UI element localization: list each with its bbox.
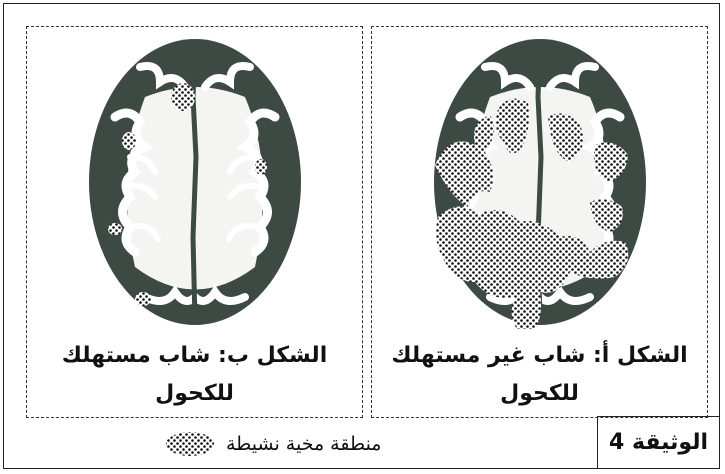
legend-label: منطقة مخية نشيطة [226, 433, 381, 455]
dotted-oval-icon [164, 430, 216, 458]
figure-a-caption-line2: للكحول [372, 375, 707, 413]
document-label-text: الوثيقة 4 [609, 430, 708, 455]
figure-a-caption-line1: الشكل أ: شاب غير مستهلك [372, 337, 707, 375]
figure-b-caption-line1: الشكل ب: شاب مستهلك [27, 337, 362, 375]
figure-a-caption: الشكل أ: شاب غير مستهلك للكحول [372, 337, 707, 413]
document-label: الوثيقة 4 [597, 416, 719, 468]
figure-b-panel: الشكل ب: شاب مستهلك للكحول [26, 26, 363, 418]
legend: منطقة مخية نشيطة [164, 428, 381, 460]
figure-a-panel: الشكل أ: شاب غير مستهلك للكحول [371, 26, 708, 418]
brain-scan-b [85, 37, 305, 329]
document-frame: الشكل ب: شاب مستهلك للكحول [3, 3, 720, 469]
figure-b-caption: الشكل ب: شاب مستهلك للكحول [27, 337, 362, 413]
brain-scan-a [430, 37, 650, 329]
figure-b-caption-line2: للكحول [27, 375, 362, 413]
